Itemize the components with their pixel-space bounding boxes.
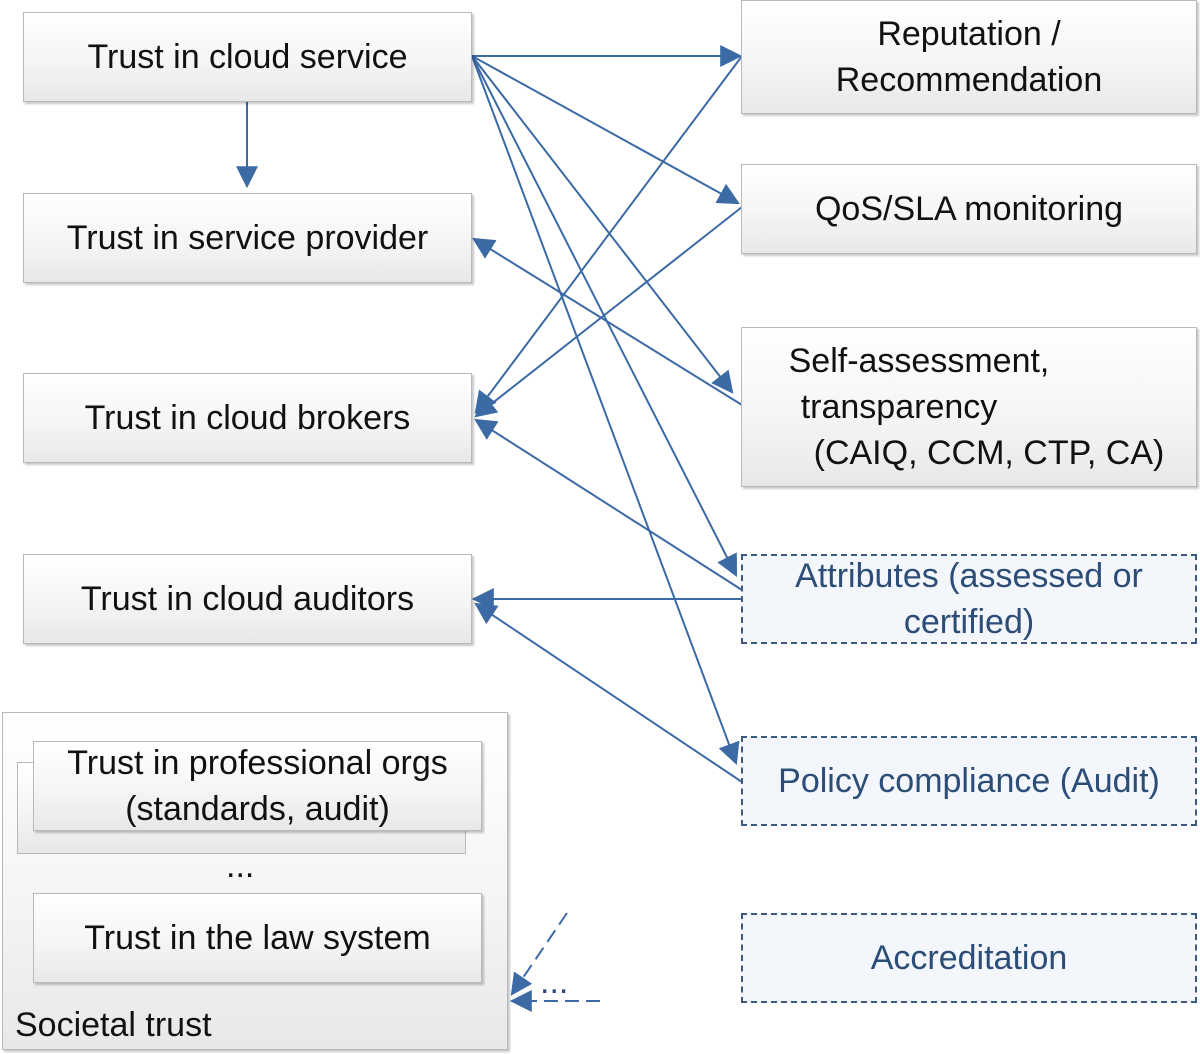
label-attributes-line1: Attributes (assessed or	[795, 557, 1143, 595]
box-reputation: Reputation / Recommendation	[741, 0, 1197, 114]
label-attributes-line2: certified)	[903, 603, 1035, 641]
label-qos-sla: QoS/SLA monitoring	[814, 190, 1124, 228]
arrow-qos-to-brokers	[474, 206, 743, 418]
label-societal-trust: Societal trust	[15, 1006, 212, 1044]
box-trust-service-provider: Trust in service provider	[23, 193, 472, 283]
label-professional-orgs-line1: Trust in professional orgs	[67, 744, 448, 782]
arrow-service-to-qos	[471, 55, 740, 205]
label-accreditation: Accreditation	[870, 939, 1068, 977]
label-trust-cloud-service: Trust in cloud service	[87, 38, 408, 76]
label-trust-service-provider: Trust in service provider	[66, 219, 429, 257]
label-trust-cloud-brokers: Trust in cloud brokers	[84, 399, 411, 437]
box-policy-compliance: Policy compliance (Audit)	[741, 736, 1197, 826]
label-trust-cloud-auditors: Trust in cloud auditors	[80, 580, 415, 618]
box-trust-cloud-service: Trust in cloud service	[23, 12, 472, 102]
label-reputation-line1: Reputation /	[877, 15, 1061, 53]
label-self-assessment-line3: (CAIQ, CCM, CTP, CA)	[813, 434, 1165, 472]
label-trust-law-system: Trust in the law system	[84, 919, 431, 957]
label-self-assessment-line1: Self-assessment,	[788, 342, 1050, 380]
societal-ellipsis: ...	[226, 847, 255, 885]
arrow-service-to-policy	[471, 55, 740, 766]
label-self-assessment-line2: transparency	[800, 388, 998, 426]
box-trust-law-system: Trust in the law system	[33, 893, 482, 983]
box-attributes: Attributes (assessed or certified)	[741, 554, 1197, 644]
box-qos-sla: QoS/SLA monitoring	[741, 164, 1197, 254]
arrow-reputation-to-brokers	[474, 55, 743, 414]
box-trust-cloud-auditors: Trust in cloud auditors	[23, 554, 472, 644]
box-self-assessment: Self-assessment, transparency (CAIQ, CCM…	[741, 327, 1197, 487]
label-professional-orgs-line2: (standards, audit)	[125, 790, 390, 828]
arrow-service-to-self-assessment	[471, 55, 734, 394]
dashed-arrow-diagonal	[510, 912, 568, 996]
box-accreditation: Accreditation	[741, 913, 1197, 1003]
box-trust-professional-orgs: Trust in professional orgs (standards, a…	[33, 741, 482, 831]
label-reputation-line2: Recommendation	[835, 61, 1103, 99]
arrow-attributes-to-brokers	[474, 418, 743, 591]
label-policy-compliance: Policy compliance (Audit)	[778, 762, 1160, 800]
arrow-policy-to-auditors	[474, 602, 743, 783]
box-trust-cloud-brokers: Trust in cloud brokers	[23, 373, 472, 463]
arrow-self-assessment-to-provider	[472, 237, 743, 406]
incoming-ellipsis: ...	[540, 963, 569, 1001]
